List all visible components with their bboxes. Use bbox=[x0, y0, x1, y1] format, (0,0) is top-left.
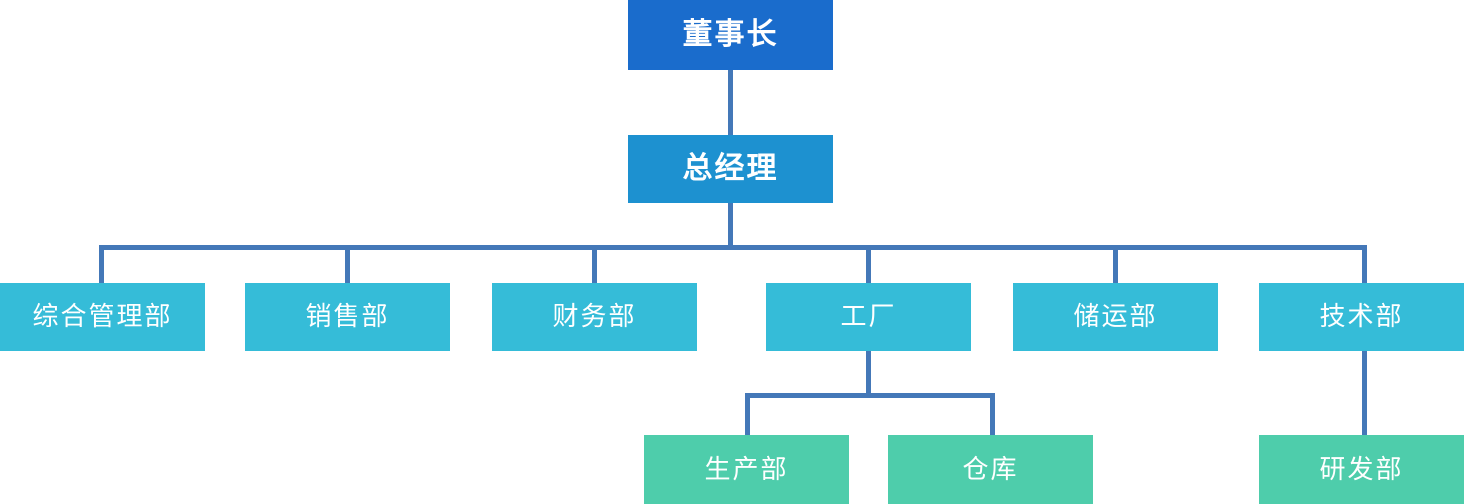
connector-drop-technology bbox=[1362, 245, 1367, 283]
node-research-development-label: 研发部 bbox=[1319, 454, 1404, 485]
node-finance[interactable]: 财务部 bbox=[492, 283, 697, 351]
connector-drop-production bbox=[745, 393, 750, 435]
connector-level3-bus bbox=[99, 245, 1367, 250]
node-comprehensive-management[interactable]: 综合管理部 bbox=[0, 283, 205, 351]
connector-drop-warehouse bbox=[990, 393, 995, 435]
node-warehouse[interactable]: 仓库 bbox=[888, 435, 1093, 504]
node-factory[interactable]: 工厂 bbox=[766, 283, 971, 351]
node-production[interactable]: 生产部 bbox=[644, 435, 849, 504]
node-research-development[interactable]: 研发部 bbox=[1259, 435, 1464, 504]
node-storage-transport-label: 储运部 bbox=[1073, 302, 1158, 332]
node-factory-label: 工厂 bbox=[840, 302, 897, 332]
node-comprehensive-management-label: 综合管理部 bbox=[32, 302, 173, 332]
connector-drop-storage-transport bbox=[1113, 245, 1118, 283]
connector-chairman-to-general-manager bbox=[728, 70, 733, 135]
node-chairman[interactable]: 董事长 bbox=[628, 0, 833, 70]
node-chairman-label: 董事长 bbox=[682, 17, 779, 52]
node-production-label: 生产部 bbox=[704, 454, 789, 485]
node-sales-label: 销售部 bbox=[305, 302, 390, 332]
connector-factory-stem bbox=[866, 351, 871, 393]
connector-technology-to-research-development bbox=[1362, 351, 1367, 435]
connector-factory-bus bbox=[745, 393, 995, 398]
node-general-manager-label: 总经理 bbox=[682, 151, 779, 186]
node-storage-transport[interactable]: 储运部 bbox=[1013, 283, 1218, 351]
node-general-manager[interactable]: 总经理 bbox=[628, 135, 833, 203]
node-technology-label: 技术部 bbox=[1319, 302, 1404, 332]
connector-drop-finance bbox=[592, 245, 597, 283]
node-technology[interactable]: 技术部 bbox=[1259, 283, 1464, 351]
node-sales[interactable]: 销售部 bbox=[245, 283, 450, 351]
node-warehouse-label: 仓库 bbox=[962, 454, 1019, 485]
connector-drop-sales bbox=[345, 245, 350, 283]
connector-drop-comprehensive-management bbox=[99, 245, 104, 283]
node-finance-label: 财务部 bbox=[552, 302, 637, 332]
connector-drop-factory bbox=[866, 245, 871, 283]
connector-general-manager-stem bbox=[728, 203, 733, 245]
